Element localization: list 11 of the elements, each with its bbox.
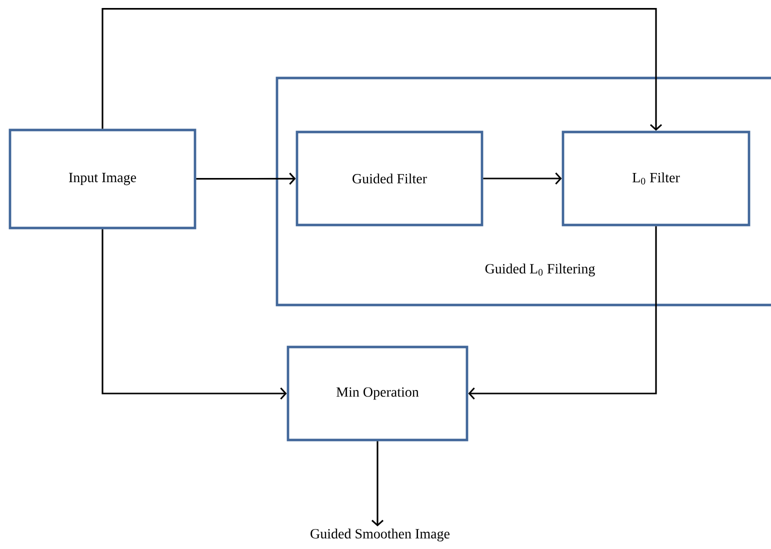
- arrow: [468, 226, 657, 400]
- process-box: Min Operation: [286, 346, 468, 442]
- arrow: [196, 172, 296, 185]
- process-box: L$_{0}$ Filter: [562, 130, 750, 226]
- output-text: Guided Smoothen Image: [310, 528, 450, 542]
- arrow: [371, 441, 384, 526]
- arrow: [483, 172, 562, 185]
- arrow: [102, 229, 287, 400]
- process-box: Input Image: [8, 128, 196, 230]
- process-box: Guided Filter: [296, 130, 484, 226]
- arrow: [102, 8, 662, 131]
